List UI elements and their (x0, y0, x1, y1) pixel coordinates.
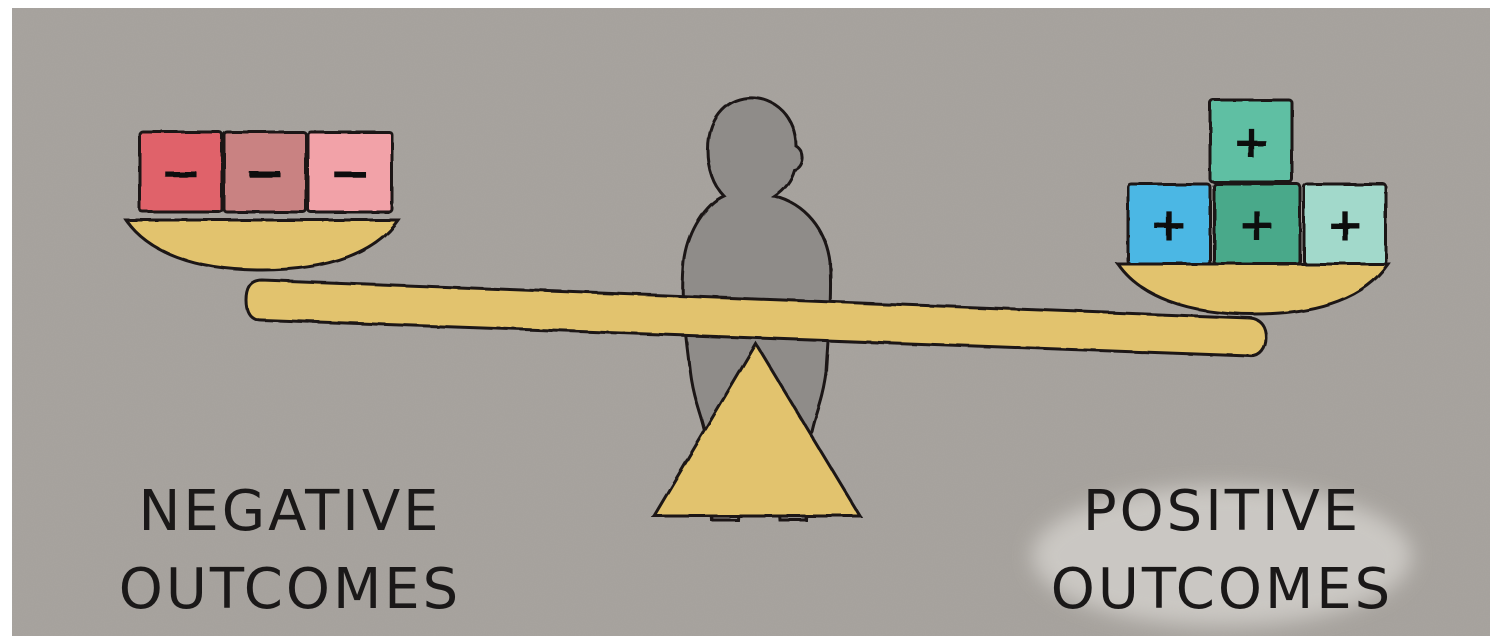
negative-box-3: − (308, 132, 392, 212)
positive-box-2: + (1128, 184, 1210, 264)
negative-sign: − (244, 144, 286, 202)
positive-sign: + (1326, 198, 1365, 252)
positive-box-1: + (1210, 100, 1292, 182)
right-caption-line-2: OUTCOMES (1051, 557, 1393, 622)
negative-box-1: − (140, 132, 222, 212)
negative-boxes: −−− (140, 132, 392, 212)
negative-box-2: − (224, 132, 306, 212)
positive-sign: + (1238, 198, 1277, 252)
right-caption: POSITIVE OUTCOMES (1032, 479, 1412, 626)
right-caption-line-1: POSITIVE (1083, 479, 1361, 544)
negative-sign: − (329, 144, 371, 202)
left-caption-line-1: NEGATIVE (138, 479, 441, 544)
positive-sign: + (1150, 198, 1189, 252)
positive-sign: + (1232, 115, 1271, 169)
positive-box-4: + (1304, 184, 1386, 264)
left-caption-line-2: OUTCOMES (119, 557, 461, 622)
negative-sign: − (160, 144, 202, 202)
positive-box-3: + (1214, 184, 1300, 264)
